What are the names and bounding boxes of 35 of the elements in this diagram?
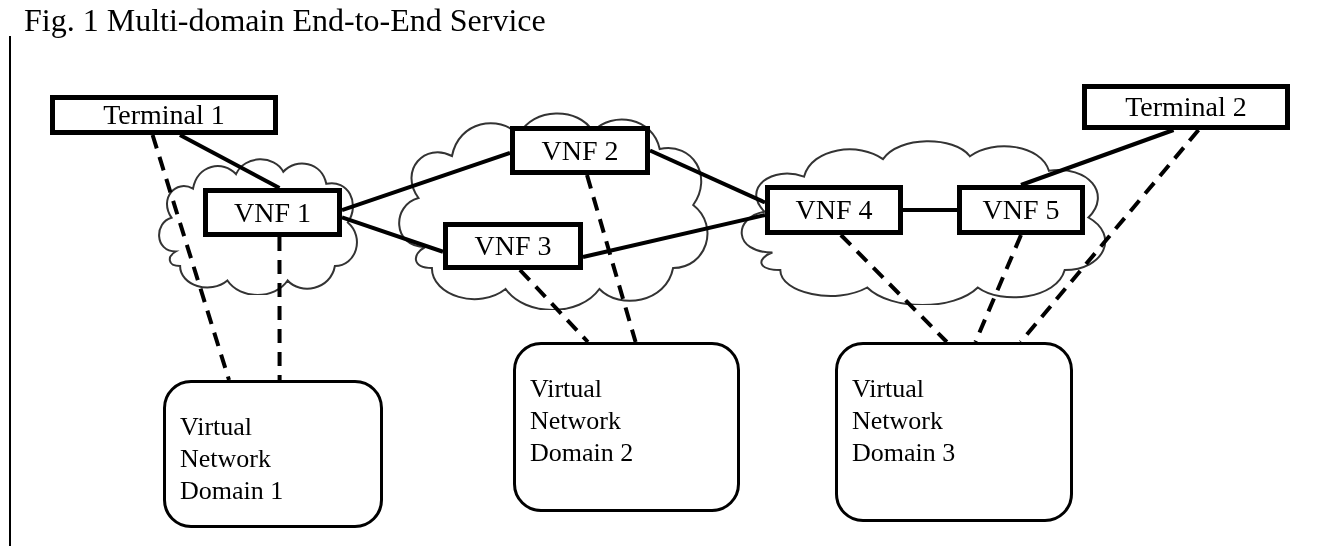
network-function-box <box>203 188 342 237</box>
node-label: Terminal 1 <box>103 101 225 129</box>
node-label: Terminal 2 <box>1125 93 1247 121</box>
terminal-box <box>1082 84 1290 130</box>
connector-line <box>341 151 511 212</box>
figure-title: Fig. 1 Multi-domain End-to-End Service <box>24 4 546 36</box>
node-label: Virtual Network Domain 2 <box>530 374 634 467</box>
connector-line <box>582 213 766 259</box>
connector-line <box>341 215 444 254</box>
node-label: VNF 1 <box>234 198 311 227</box>
network-function-box <box>765 185 903 235</box>
dashed-connector <box>973 234 1023 343</box>
network-function-box <box>443 222 583 270</box>
node-label: Virtual Network Domain 3 <box>852 374 956 467</box>
connector-line <box>1020 128 1175 187</box>
node-label: VNF 2 <box>541 136 619 165</box>
dashed-connector <box>1019 128 1200 344</box>
node-label: Virtual Network Domain 1 <box>180 412 284 505</box>
connector-line <box>903 208 957 212</box>
dashed-connector <box>839 233 949 344</box>
domain-box <box>163 380 383 528</box>
connector-line <box>649 148 766 205</box>
terminal-box <box>50 95 278 135</box>
node-label: VNF 4 <box>795 196 873 224</box>
network-function-box <box>510 126 650 175</box>
node-label: VNF 3 <box>474 232 552 260</box>
dashed-connector <box>277 237 282 380</box>
domain-box <box>835 342 1073 522</box>
domain-box <box>513 342 740 512</box>
dashed-connector <box>150 134 231 381</box>
connector-line <box>179 133 281 190</box>
dashed-connector <box>518 268 590 344</box>
dashed-connector <box>585 174 638 343</box>
node-label: VNF 5 <box>982 196 1060 224</box>
network-function-box <box>957 185 1085 235</box>
